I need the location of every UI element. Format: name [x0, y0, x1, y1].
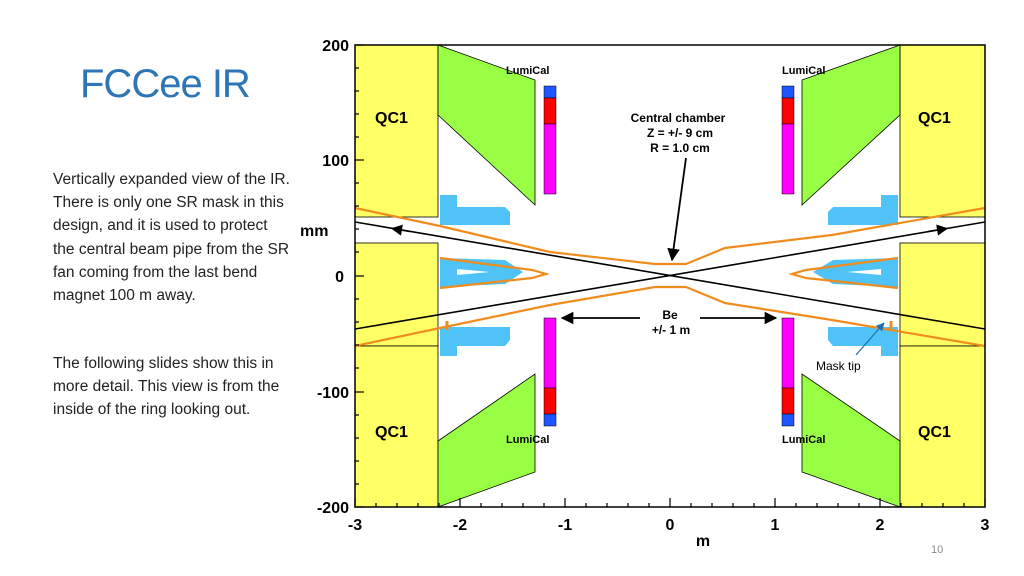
lumical-blue-top-right — [781, 85, 795, 99]
lumical-red-bottom-left — [543, 387, 557, 415]
sr-mask-top-right — [828, 195, 898, 225]
lumical-cone-top-left — [437, 45, 536, 206]
x-tick-label: -3 — [348, 517, 362, 534]
lumical-magenta-bottom-left — [543, 317, 557, 389]
x-tick-label: 3 — [981, 517, 990, 534]
qc1-label-top-left: QC1 — [375, 110, 408, 127]
lumical-blue-bottom-right — [781, 413, 795, 427]
beam-pipe-inner-left — [439, 256, 551, 290]
qc1-label-bottom-left: QC1 — [375, 424, 408, 441]
lumical-label-top-right: LumiCal — [782, 65, 825, 77]
beam-pipe-upper-right — [685, 206, 985, 266]
be-length-label: +/- 1 m — [652, 323, 690, 337]
qc1-bottom-right-block — [899, 345, 985, 507]
lumical-red-top-right — [781, 97, 795, 125]
lumical-cone-bottom-left — [437, 373, 536, 507]
beam-line-2 — [355, 221, 985, 330]
y-tick-label: 100 — [322, 153, 349, 170]
lumical-blue-top-left — [543, 85, 557, 99]
central-chamber-z: Z = +/- 9 cm — [647, 126, 713, 140]
x-tick-label: -2 — [453, 517, 467, 534]
inner-mask-right-hole — [847, 269, 881, 275]
slide-title: FCCee IR — [80, 62, 251, 106]
beam-pipe-lower-left — [355, 285, 656, 348]
central-chamber-label: Central chamber — [631, 111, 726, 125]
lumical-magenta-top-right — [781, 123, 795, 195]
sr-mask-top-left — [440, 195, 510, 225]
y-tick-label: -100 — [317, 385, 349, 402]
followup-paragraph: The following slides show this in more d… — [53, 355, 280, 419]
lumical-label-bottom-left: LumiCal — [506, 434, 549, 446]
ir-layout-diagram: 200 100 0 -100 -200 mm -3 -2 -1 0 1 2 3 … — [300, 38, 990, 550]
lumical-cone-top-right — [801, 45, 901, 206]
qc1-top-left-block — [355, 45, 439, 218]
central-chamber-r: R = 1.0 cm — [650, 141, 710, 155]
qc1-middle-right-block — [899, 242, 985, 347]
mask-tip-arrow — [855, 322, 885, 356]
qc1-label-top-right: QC1 — [918, 110, 951, 127]
x-tick-label: 1 — [771, 517, 780, 534]
slide-number: 10 — [931, 544, 944, 556]
beam-direction-arrow-right — [927, 224, 949, 236]
y-axis-label: mm — [300, 223, 328, 240]
lumical-label-top-left: LumiCal — [506, 65, 549, 77]
be-label: Be — [662, 308, 678, 322]
y-axis-ticks — [355, 44, 364, 508]
sr-mask-bottom-right — [828, 327, 898, 356]
x-axis-ticks — [354, 498, 986, 507]
x-tick-label: 2 — [876, 517, 885, 534]
inner-mask-left-hole — [457, 269, 490, 275]
description-paragraph: Vertically expanded view of the IR. Ther… — [53, 171, 290, 305]
lumical-magenta-top-left — [543, 123, 557, 195]
beam-pipe-inner-right — [787, 256, 899, 290]
sr-mask-bottom-left — [440, 327, 510, 356]
y-tick-label: -200 — [317, 500, 349, 517]
lumical-red-bottom-right — [781, 387, 795, 415]
lumical-red-top-left — [543, 97, 557, 125]
y-tick-label: 0 — [335, 269, 344, 286]
beam-pipe-lower-right — [685, 285, 985, 348]
qc1-top-right-block — [899, 45, 985, 218]
lumical-magenta-bottom-right — [781, 317, 795, 389]
x-tick-label: 0 — [666, 517, 675, 534]
x-axis-label: m — [696, 533, 710, 550]
qc1-label-bottom-right: QC1 — [918, 424, 951, 441]
beam-direction-arrow-left — [390, 224, 411, 236]
central-chamber-arrow — [667, 157, 687, 262]
qc1-middle-left-block — [355, 242, 439, 347]
beam-pipe-upper-left — [355, 206, 656, 266]
lumical-blue-bottom-left — [543, 413, 557, 427]
mask-tip-label: Mask tip — [816, 359, 861, 373]
lumical-cone-bottom-right — [801, 373, 901, 507]
y-tick-label: 200 — [322, 38, 349, 55]
qc1-bottom-left-block — [355, 345, 439, 507]
lumical-label-bottom-right: LumiCal — [782, 434, 825, 446]
x-tick-label: -1 — [558, 517, 572, 534]
